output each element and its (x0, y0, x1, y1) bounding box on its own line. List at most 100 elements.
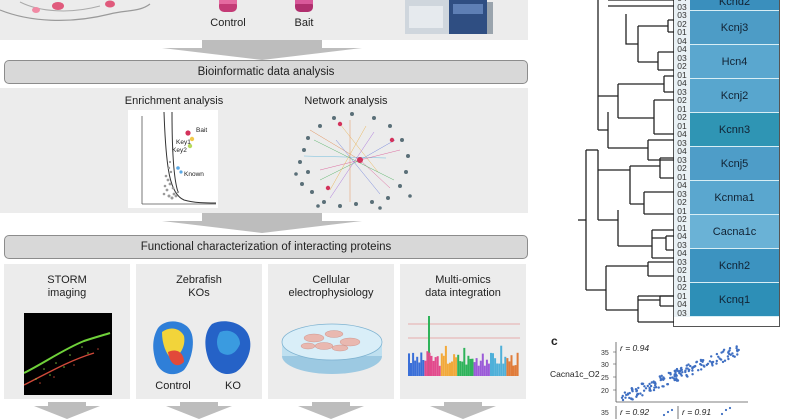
petri-dish-image (281, 323, 383, 374)
scatter-point (667, 371, 670, 375)
manhattan-bar (494, 358, 497, 376)
scatter-point (621, 394, 624, 398)
gene-label: Kcnh2 (718, 259, 751, 272)
heatmap-gene-kcnn3: Kcnn3 (690, 113, 779, 147)
scatter-point (699, 359, 703, 363)
replicate-label: 03 (674, 189, 690, 198)
replicate-label: 02 (674, 19, 690, 28)
scatter-point (680, 374, 683, 377)
scatter-point (691, 373, 694, 376)
bioinformatic-title: Bioinformatic data analysis (197, 66, 335, 78)
scatter-point (694, 364, 697, 368)
scatter-point (639, 392, 642, 395)
manhattan-bar (442, 355, 445, 376)
gene-label: Cacna1c (712, 225, 757, 238)
mass-spectrometer-icon (405, 0, 493, 34)
functional-title: Functional characterization of interacti… (140, 241, 392, 253)
gene-label: Kcnj5 (720, 157, 749, 170)
manhattan-bar (473, 362, 476, 376)
gene-label: Kcnj3 (720, 21, 749, 34)
heatmap-gene-kcnma1: Kcnma1 (690, 181, 779, 215)
manhattan-bar (516, 352, 519, 376)
manhattan-bar (410, 363, 412, 376)
manhattan-bar (500, 345, 503, 376)
gene-label: Hcn4 (721, 55, 748, 68)
bait-label: Bait (294, 17, 314, 29)
scatter-point (672, 377, 676, 380)
manhattan-bar (408, 353, 410, 376)
control-tube-icon (219, 0, 237, 12)
scatter-point (643, 385, 646, 388)
ytick-30: 30 (601, 362, 609, 369)
functional-section-header: Functional characterization of interacti… (4, 235, 528, 259)
flow-arrow-5 (298, 402, 364, 419)
manhattan-bar (412, 352, 415, 376)
network-title: Network analysis (304, 95, 388, 107)
manhattan-bar (490, 352, 492, 376)
replicate-label: 02 (674, 215, 690, 224)
zebrafish-control-label: Control (155, 380, 191, 392)
replicate-label: 03 (674, 308, 690, 317)
replicate-label: 01 (674, 121, 690, 130)
manhattan-bar (477, 365, 480, 376)
bioinformatic-section-header: Bioinformatic data analysis (4, 60, 528, 84)
replicate-label: 04 (674, 130, 690, 139)
scatter-point (717, 355, 720, 358)
electrophysiology-title-1: Cellular (312, 274, 350, 286)
scatter-point (637, 386, 640, 390)
ytick-20: 20 (601, 388, 609, 395)
scatter-point (623, 391, 627, 394)
scatter-point (691, 369, 694, 372)
scatter-point (727, 350, 730, 353)
manhattan-bar (471, 358, 474, 376)
replicate-label: 03 (674, 11, 690, 20)
manhattan-bar (465, 364, 468, 376)
scatter-point (624, 396, 627, 399)
bait-tube-icon (295, 0, 313, 12)
enrichment-title: Enrichment analysis (124, 95, 224, 107)
replicate-label: 01 (674, 172, 690, 181)
scatter-point (654, 384, 657, 387)
manhattan-bar (496, 363, 499, 376)
scatter-point (674, 378, 678, 382)
flow-arrow-3 (34, 402, 100, 419)
scatter-point (621, 398, 625, 402)
replicate-label: 01 (674, 223, 690, 232)
scatter-point (685, 364, 688, 367)
heatmap-gene-kcnj2: Kcnj2 (690, 79, 779, 113)
scatter-point (685, 367, 688, 370)
manhattan-bar (467, 355, 470, 376)
heatmap-gene-kcnj5: Kcnj5 (690, 147, 779, 181)
heatmap-gene-kcnd2: Kcnd2 (690, 0, 779, 11)
panel-c-label: c (551, 334, 558, 348)
scatter-point (723, 359, 727, 362)
zebrafish-title-1: Zebrafish (176, 274, 222, 286)
manhattan-bar (451, 361, 453, 376)
manhattan-bar (512, 365, 515, 376)
manhattan-bar (416, 356, 419, 376)
zebrafish-title-2: KOs (188, 287, 210, 299)
volcano-plot: Bait Key1 Key2 Known (128, 110, 218, 208)
correlation-scatter-1: 35 30 25 20 r = 0.94 35 r = 0.92 r = 0.9… (601, 342, 748, 419)
heatmap-gene-kcnh2: Kcnh2 (690, 249, 779, 283)
scatter-point (686, 375, 689, 378)
scatter-point (700, 368, 703, 371)
gene-label: Kcnma1 (714, 191, 755, 204)
manhattan-bar (428, 352, 431, 376)
manhattan-bar (459, 361, 462, 376)
manhattan-bar (506, 358, 509, 376)
scatter-point (720, 351, 723, 354)
scatter-point (731, 352, 734, 355)
replicate-label: 01 (674, 206, 690, 215)
manhattan-bar (449, 362, 451, 376)
scatter-point (718, 357, 721, 360)
scatter-point (625, 393, 628, 397)
scatter-point (662, 376, 665, 379)
ytick-35: 35 (601, 350, 609, 357)
heatmap-gene-kcnq1: Kcnq1 (690, 283, 779, 317)
gene-label: Kcnj2 (720, 89, 749, 102)
manhattan-bar (424, 360, 427, 376)
scatter-point (708, 360, 712, 363)
scatter-point (710, 355, 713, 358)
manhattan-bar (438, 365, 441, 376)
